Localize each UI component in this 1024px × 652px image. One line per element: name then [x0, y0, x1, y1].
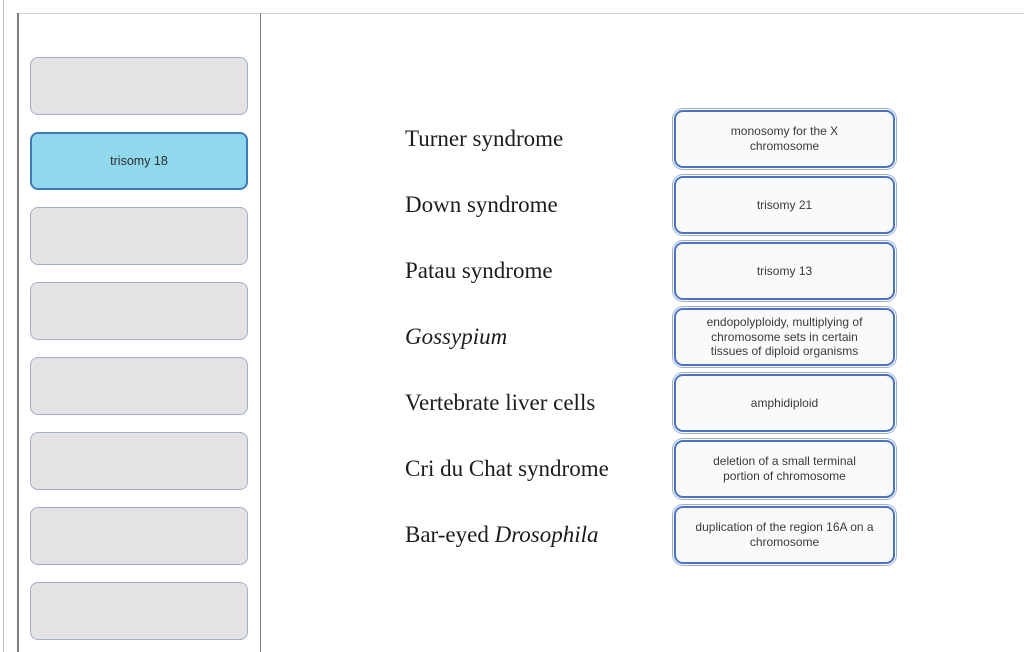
- word-bank-tile-5-empty[interactable]: [30, 357, 248, 415]
- matching-rows: Turner syndrome monosomy for the X chrom…: [261, 110, 1024, 572]
- answer-drop-box[interactable]: trisomy 13: [674, 242, 895, 300]
- match-term: Turner syndrome: [405, 126, 564, 152]
- sidebar-divider-line: [260, 13, 261, 652]
- page-left-border-line: [3, 0, 4, 652]
- word-bank-tile-2-filled[interactable]: trisomy 18: [30, 132, 248, 190]
- answer-drop-box[interactable]: endopolyploidy, multiplying of chromosom…: [674, 308, 895, 366]
- match-term: Gossypium: [405, 324, 508, 350]
- answer-drop-box[interactable]: monosomy for the X chromosome: [674, 110, 895, 168]
- answer-drop-text: endopolyploidy, multiplying of chromosom…: [706, 315, 863, 359]
- match-term: Vertebrate liver cells: [405, 390, 596, 416]
- word-bank-tile-4-empty[interactable]: [30, 282, 248, 340]
- word-bank-tile-3-empty[interactable]: [30, 207, 248, 265]
- word-bank-tile-7-empty[interactable]: [30, 507, 248, 565]
- panel-left-border-line: [17, 13, 19, 652]
- word-bank-tile-8-empty[interactable]: [30, 582, 248, 640]
- answer-drop-box[interactable]: duplication of the region 16A on a chrom…: [674, 506, 895, 564]
- answer-drop-text: duplication of the region 16A on a chrom…: [695, 520, 874, 549]
- answer-drop-text: trisomy 21: [756, 197, 813, 212]
- match-term: Patau syndrome: [405, 258, 553, 284]
- matching-area: Turner syndrome monosomy for the X chrom…: [261, 13, 1024, 652]
- match-row: Patau syndrome trisomy 13: [261, 242, 1024, 300]
- match-term: Cri du Chat syndrome: [405, 456, 609, 482]
- word-bank-tile-label: trisomy 18: [110, 154, 168, 168]
- match-row: Bar-eyed Drosophila duplication of the r…: [261, 506, 1024, 564]
- match-term: Down syndrome: [405, 192, 558, 218]
- word-bank-tile-6-empty[interactable]: [30, 432, 248, 490]
- answer-drop-box[interactable]: amphidiploid: [674, 374, 895, 432]
- answer-drop-text: trisomy 13: [756, 263, 813, 278]
- match-row: Cri du Chat syndrome deletion of a small…: [261, 440, 1024, 498]
- match-row: Down syndrome trisomy 21: [261, 176, 1024, 234]
- answer-drop-text: monosomy for the X chromosome: [730, 124, 839, 153]
- answer-drop-text: deletion of a small terminal portion of …: [713, 454, 856, 483]
- answer-drop-box[interactable]: trisomy 21: [674, 176, 895, 234]
- match-row: Turner syndrome monosomy for the X chrom…: [261, 110, 1024, 168]
- answer-drop-box[interactable]: deletion of a small terminal portion of …: [674, 440, 895, 498]
- answer-drop-text: amphidiploid: [750, 395, 819, 410]
- panel-top-border-line: [17, 13, 1024, 14]
- word-bank-tile-1-empty[interactable]: [30, 57, 248, 115]
- match-term: Bar-eyed Drosophila: [405, 522, 599, 548]
- match-row: Gossypium endopolyploidy, multiplying of…: [261, 308, 1024, 366]
- match-row: Vertebrate liver cells amphidiploid: [261, 374, 1024, 432]
- word-bank: trisomy 18: [30, 57, 248, 652]
